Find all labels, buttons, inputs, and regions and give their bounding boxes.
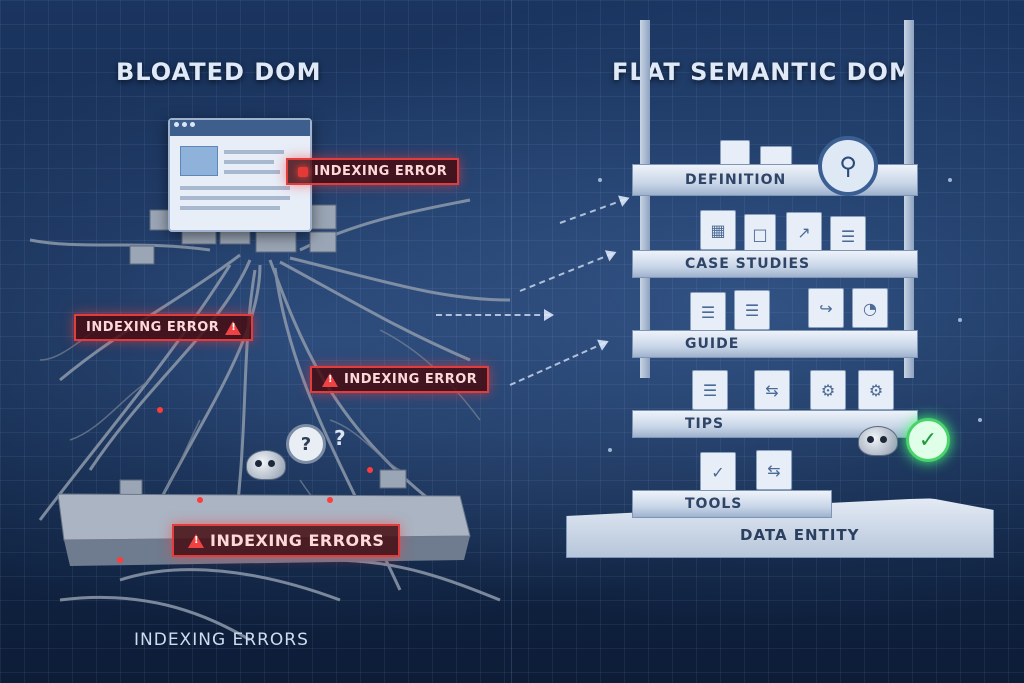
window-dot-icon [174,122,179,127]
indexing-errors-badge: INDEXING ERRORS [172,524,401,557]
indexing-error-badge: INDEXING ERROR [286,158,460,185]
shelf-label: GUIDE [685,336,740,352]
error-dot-icon [298,166,308,177]
content-block-icon [760,146,792,166]
document-icon: ☰ [692,370,728,410]
text-line [180,186,290,190]
document-icon: ☰ [830,216,866,256]
magnifier-icon: ⚲ [818,136,878,196]
text-line [180,206,280,210]
shelf-label: CASE STUDIES [685,256,811,272]
indexing-error-badge: INDEXING ERROR [310,366,490,393]
question-mark-icon: ? [334,426,346,450]
text-line [224,150,284,154]
tool-icon: ✓ [700,452,736,492]
shelf-label: TOOLS [685,496,743,512]
error-label: INDEXING ERROR [344,372,478,387]
crawler-bot-icon [858,426,898,456]
warning-icon [322,372,338,387]
shelf-guide: GUIDE [632,330,918,358]
flow-arrow [436,309,554,321]
question-mark-icon: ? [286,424,326,464]
bot-eye [867,436,874,443]
document-icon: ☰ [734,290,770,330]
workflow-icon: ⇆ [756,450,792,490]
center-divider [511,0,512,683]
shelf-tools: TOOLS [632,490,832,518]
platform-label: DATA ENTITY [740,526,860,544]
shelf-post [904,20,914,378]
shelf-label: DEFINITION [685,172,787,188]
pie-chart-icon: ◔ [852,288,888,328]
window-dot-icon [182,122,187,127]
footer-label: INDEXING ERRORS [134,630,309,650]
shelf-tips: TIPS [632,410,918,438]
document-icon: ☰ [690,292,726,332]
arrow-diagram-icon: ↪ [808,288,844,328]
gears-icon: ⚙ [810,370,846,410]
error-label: INDEXING ERROR [314,164,448,179]
error-label: INDEXING ERROR [86,320,220,335]
text-line [180,196,290,200]
bot-eye [880,436,887,443]
left-title: BLOATED DOM [116,58,322,86]
right-title: FLAT SEMANTIC DOM [612,58,914,86]
shelf-case-studies: CASE STUDIES [632,250,918,278]
content-block-icon [720,140,750,166]
crawler-bot-icon [246,450,286,480]
chart-icon: □ [744,214,776,254]
checkmark-icon: ✓ [906,418,950,462]
settings-icon: ⚙ [858,370,894,410]
indexing-error-badge: INDEXING ERROR [74,314,254,341]
bot-eye [255,460,262,467]
error-label: INDEXING ERRORS [210,531,385,550]
window-dot-icon [190,122,195,127]
text-line [224,160,274,164]
warning-icon [225,320,242,335]
browser-titlebar [170,120,310,136]
text-line [224,170,280,174]
growth-chart-icon: ↗ [786,212,822,252]
image-placeholder-icon [180,146,218,176]
shelf-post [640,20,650,378]
shelf-label: TIPS [685,416,725,432]
bot-eye [268,460,275,467]
workflow-icon: ⇆ [754,370,790,410]
document-icon: ▦ [700,210,736,250]
warning-icon [188,533,204,548]
